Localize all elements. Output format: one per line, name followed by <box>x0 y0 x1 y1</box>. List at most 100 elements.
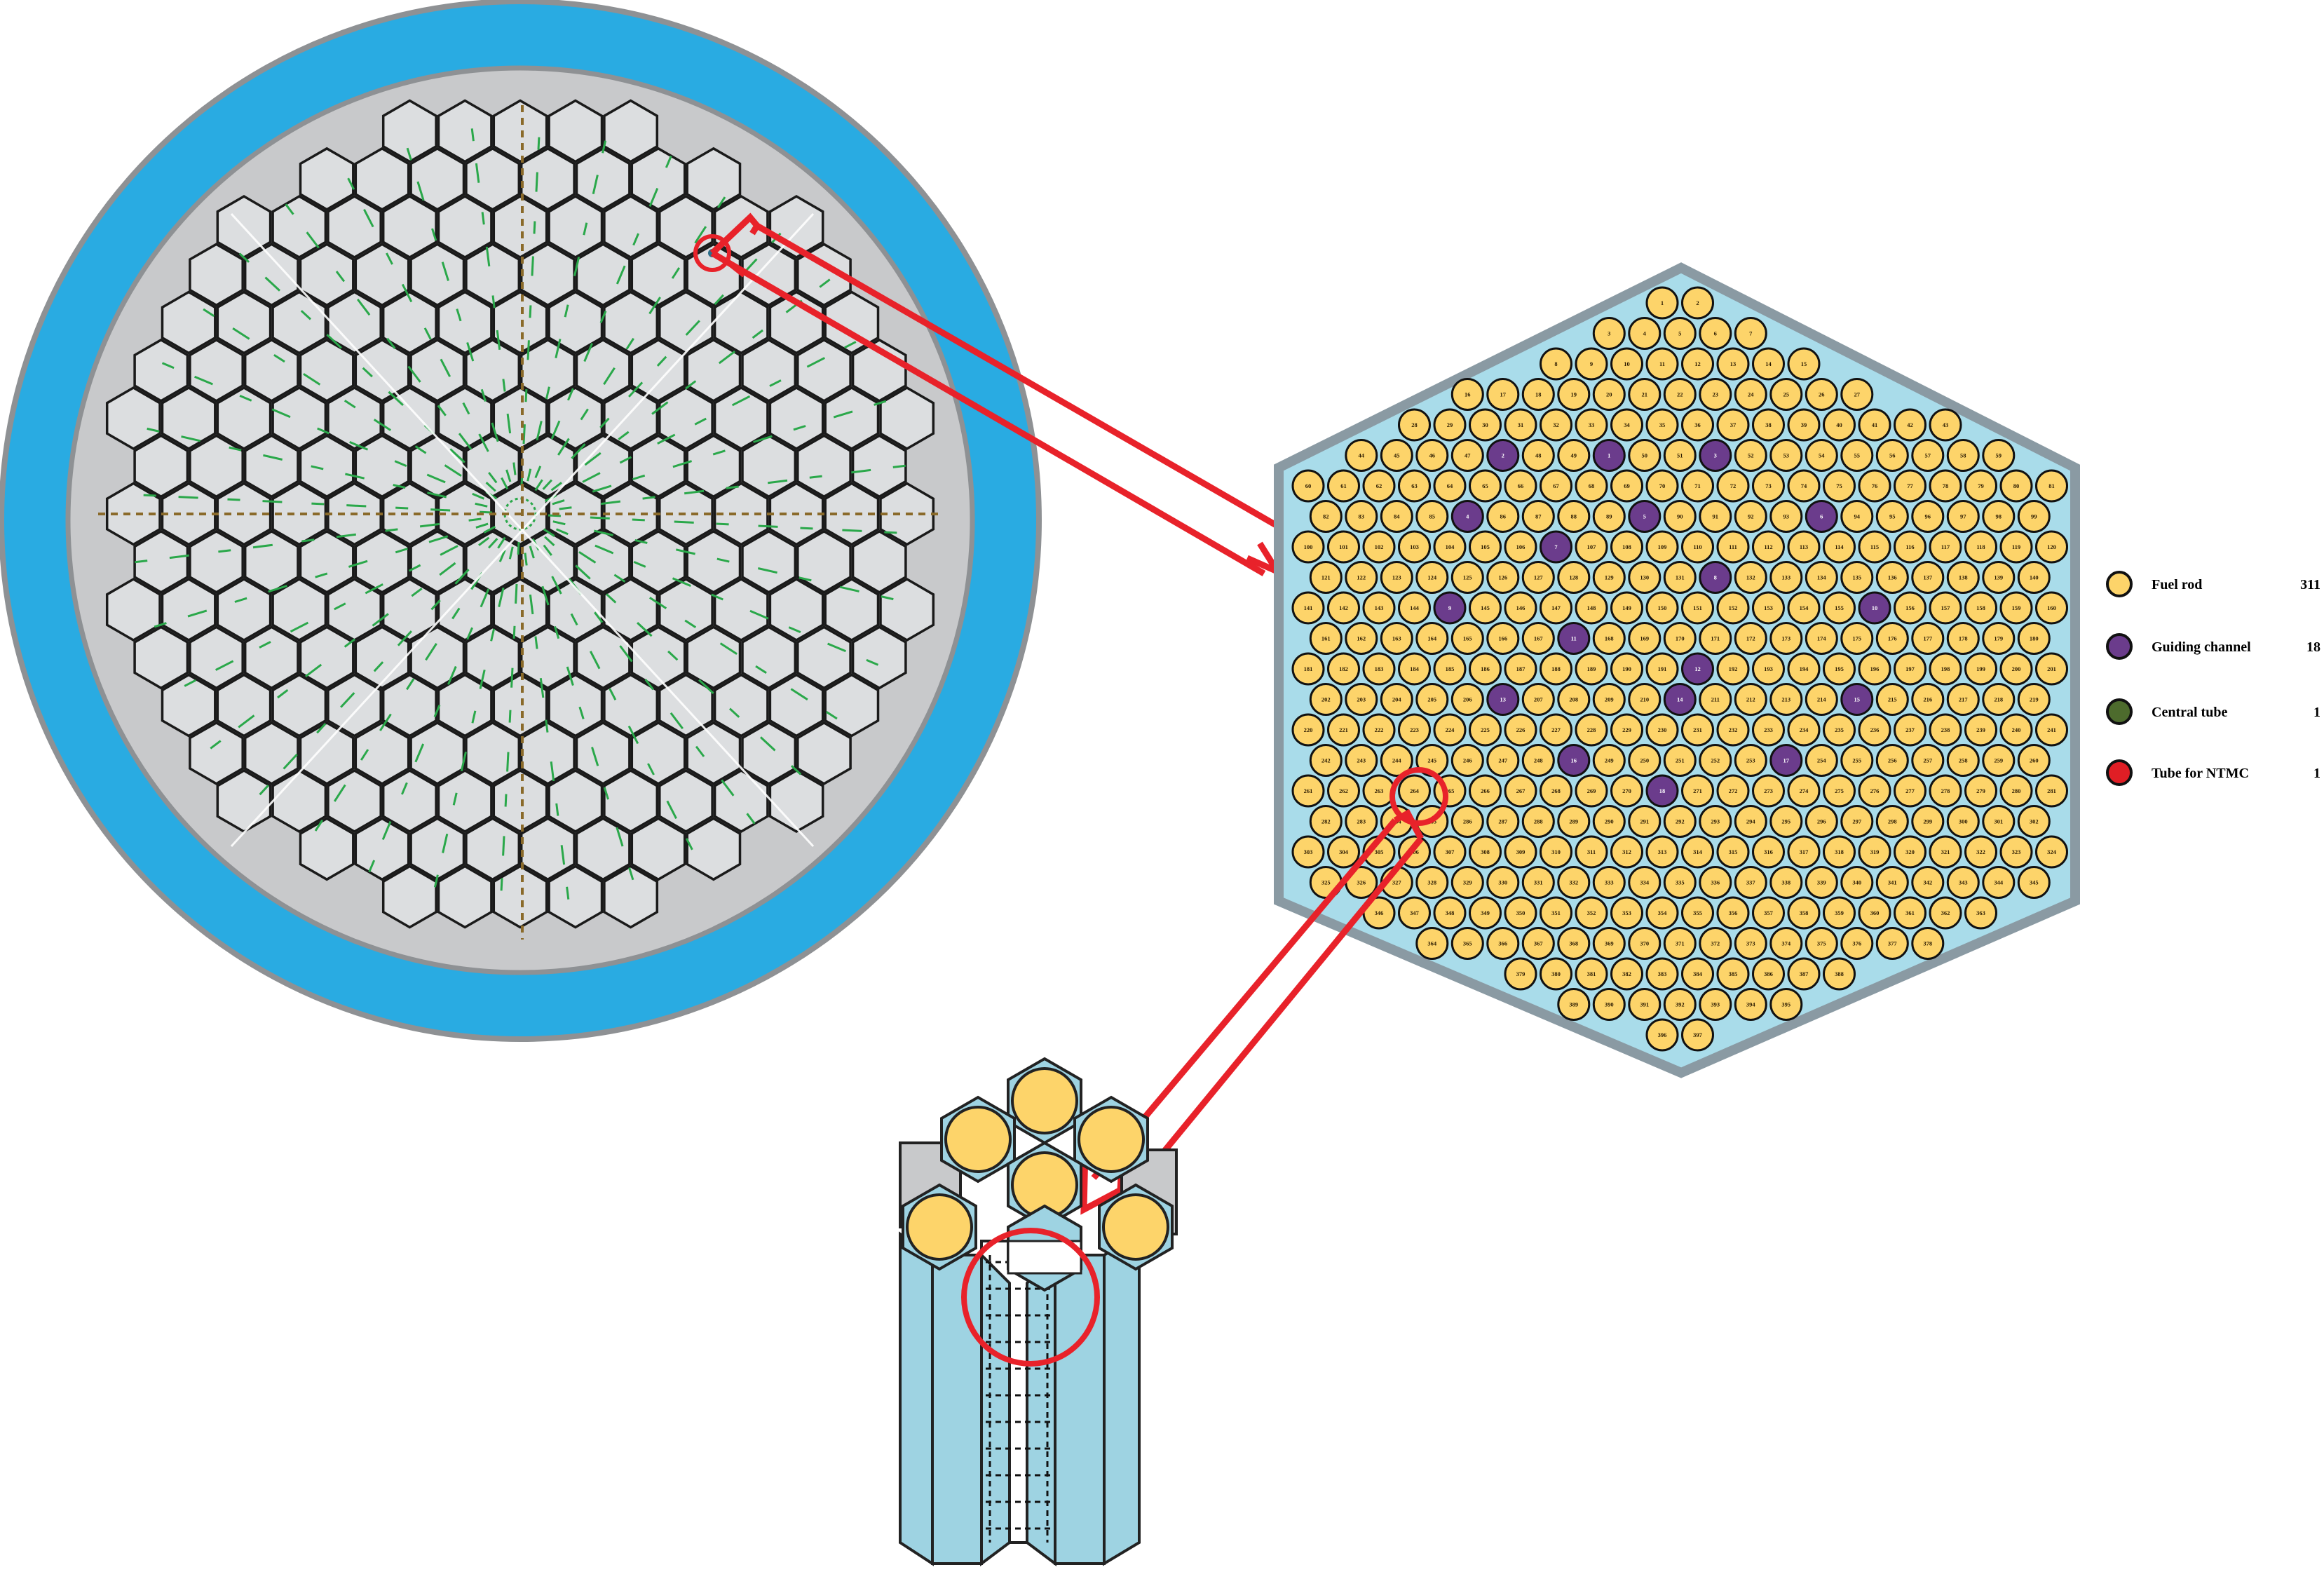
core-green-mark <box>440 545 458 556</box>
assembly-pin-number: 310 <box>1551 848 1561 855</box>
core-green-mark <box>372 613 389 627</box>
core-green-mark <box>454 569 470 585</box>
core-green-mark <box>512 625 516 639</box>
assembly-pin-number: 37 <box>1730 421 1737 428</box>
assembly-pin <box>1380 439 1413 472</box>
core-green-mark <box>147 427 160 433</box>
assembly-pin <box>1946 805 1980 838</box>
assembly-pin <box>1894 530 1927 564</box>
assembly-pin-number: 116 <box>1905 543 1914 550</box>
assembly-pin-number: 209 <box>1605 696 1614 703</box>
assembly-pin <box>1345 744 1378 777</box>
core-green-mark <box>536 421 543 441</box>
assembly-pin <box>1645 957 1679 991</box>
assembly-pin <box>2035 652 2068 686</box>
assembly-pin <box>1575 957 1608 991</box>
assembly-pin <box>1946 866 1980 899</box>
assembly-pin <box>1964 530 1997 564</box>
assembly-pin-number: 232 <box>1729 726 1738 733</box>
assembly-pin-number: 127 <box>1534 574 1544 581</box>
core-hex-cell <box>575 147 631 211</box>
assembly-pin-number: 380 <box>1551 970 1561 977</box>
core-hex-cell <box>105 577 161 642</box>
core-green-mark <box>334 602 346 611</box>
assembly-pin <box>1610 835 1643 869</box>
assembly-pin <box>1840 927 1874 960</box>
core-hex-cell <box>465 625 521 690</box>
assembly-pin-number: 292 <box>1676 818 1685 825</box>
assembly-pin <box>1345 683 1378 716</box>
core-green-mark <box>571 443 586 459</box>
assembly-pin-number: 277 <box>1905 787 1915 794</box>
assembly-pin-number: 275 <box>1835 787 1844 794</box>
assembly-pin <box>1787 652 1821 686</box>
core-hex-cell <box>354 817 410 881</box>
assembly-pin-number: 224 <box>1446 726 1455 733</box>
assembly-pin <box>1628 439 1662 472</box>
core-green-mark <box>647 763 655 775</box>
core-green-mark <box>218 549 231 553</box>
core-green-mark <box>426 473 446 484</box>
assembly-pin <box>1681 469 1714 503</box>
assembly-pin <box>1823 835 1856 869</box>
assembly-pin-number: 370 <box>1640 940 1649 947</box>
core-hex-cell <box>161 673 217 738</box>
assembly-pin-number: 338 <box>1781 879 1790 886</box>
assembly-pin-number: 374 <box>1781 940 1791 947</box>
core-hex-cell <box>409 721 466 785</box>
core-green-mark <box>809 475 822 479</box>
assembly-pin-number: 62 <box>1376 482 1382 489</box>
assembly-pin-number: 229 <box>1622 726 1631 733</box>
core-green-mark <box>619 645 633 663</box>
assembly-pin <box>1345 561 1378 594</box>
assembly-pin-number: 56 <box>1889 452 1896 459</box>
assembly-pin <box>1592 561 1626 594</box>
assembly-pin <box>1592 866 1626 899</box>
core-green-mark <box>491 422 499 442</box>
assembly-pin <box>1663 317 1697 350</box>
assembly-pin <box>1911 927 1945 960</box>
core-hex-cell <box>492 673 548 738</box>
assembly-pin-number: 11 <box>1571 635 1577 642</box>
assembly-pin-number: 187 <box>1516 665 1526 672</box>
assembly-pin <box>1486 622 1520 655</box>
legend-swatch-guiding-channel <box>2106 633 2133 660</box>
core-green-mark <box>548 514 561 517</box>
assembly-pin-number: 51 <box>1677 452 1683 459</box>
assembly-pin-number: 213 <box>1781 696 1790 703</box>
assembly-pin-number: 286 <box>1463 818 1472 825</box>
assembly-pin <box>1504 591 1537 625</box>
assembly-pin <box>1628 561 1662 594</box>
assembly-pin <box>1911 744 1945 777</box>
assembly-pin <box>1610 713 1643 747</box>
core-hex-cell <box>437 99 493 163</box>
assembly-pin-number: 311 <box>1587 848 1596 855</box>
assembly-pin-number: 93 <box>1783 513 1790 520</box>
legend-count-ntmc-tube: 1 <box>2313 766 2320 781</box>
assembly-pin-number: 95 <box>1889 513 1896 520</box>
assembly-pin-number: 264 <box>1410 787 1420 794</box>
assembly-pin <box>1557 561 1591 594</box>
core-hex-cell <box>189 625 244 690</box>
assembly-pin-number: 334 <box>1640 879 1650 886</box>
core-green-mark <box>401 782 408 795</box>
assembly-pin-number: 299 <box>1923 818 1932 825</box>
core-hex-cell <box>133 338 189 402</box>
assembly-pin-number: 101 <box>1339 543 1348 550</box>
core-hex-cell <box>824 290 880 355</box>
assembly-pin <box>1681 408 1714 442</box>
core-hex-cell <box>299 338 355 402</box>
assembly-pin-number: 142 <box>1339 604 1348 611</box>
assembly-pin <box>1964 835 1997 869</box>
core-green-mark <box>232 327 250 340</box>
assembly-pin <box>1610 591 1643 625</box>
assembly-pin <box>1540 774 1572 808</box>
core-green-mark <box>471 710 477 724</box>
assembly-pin-number: 65 <box>1482 482 1488 489</box>
assembly-pin <box>1752 591 1785 625</box>
core-green-mark <box>238 252 250 263</box>
assembly-pin <box>1345 622 1378 655</box>
assembly-pin <box>1769 622 1803 655</box>
assembly-pin <box>1894 774 1927 808</box>
